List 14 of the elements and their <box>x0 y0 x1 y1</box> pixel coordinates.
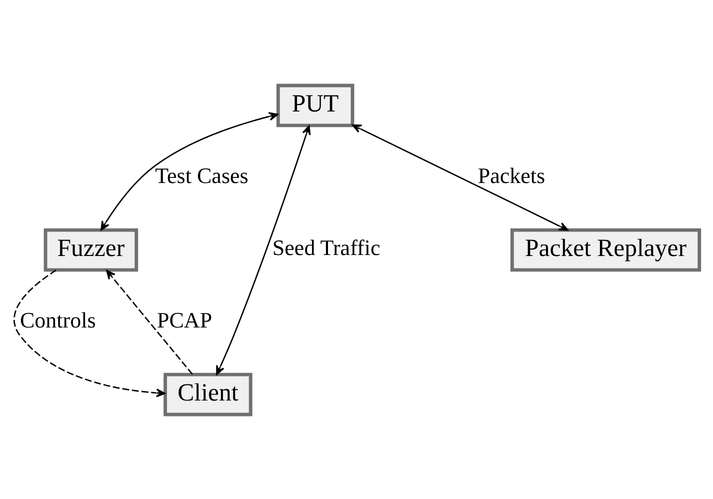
arrow <box>100 112 278 230</box>
node-box: Fuzzer <box>44 228 138 272</box>
node-box: PUT <box>276 83 354 127</box>
edge-label: Test Cases <box>155 162 248 188</box>
arrow <box>14 269 166 397</box>
node-box: Packet Replayer <box>510 228 702 272</box>
edge-label: Seed Traffic <box>272 234 380 260</box>
edge-label: PCAP <box>157 307 212 332</box>
arrow <box>106 269 193 374</box>
arrow <box>216 124 311 375</box>
node-box: Client <box>164 372 252 416</box>
edge-label: Packets <box>478 162 546 188</box>
edge-label: Controls <box>20 307 96 332</box>
arrow <box>352 124 568 230</box>
